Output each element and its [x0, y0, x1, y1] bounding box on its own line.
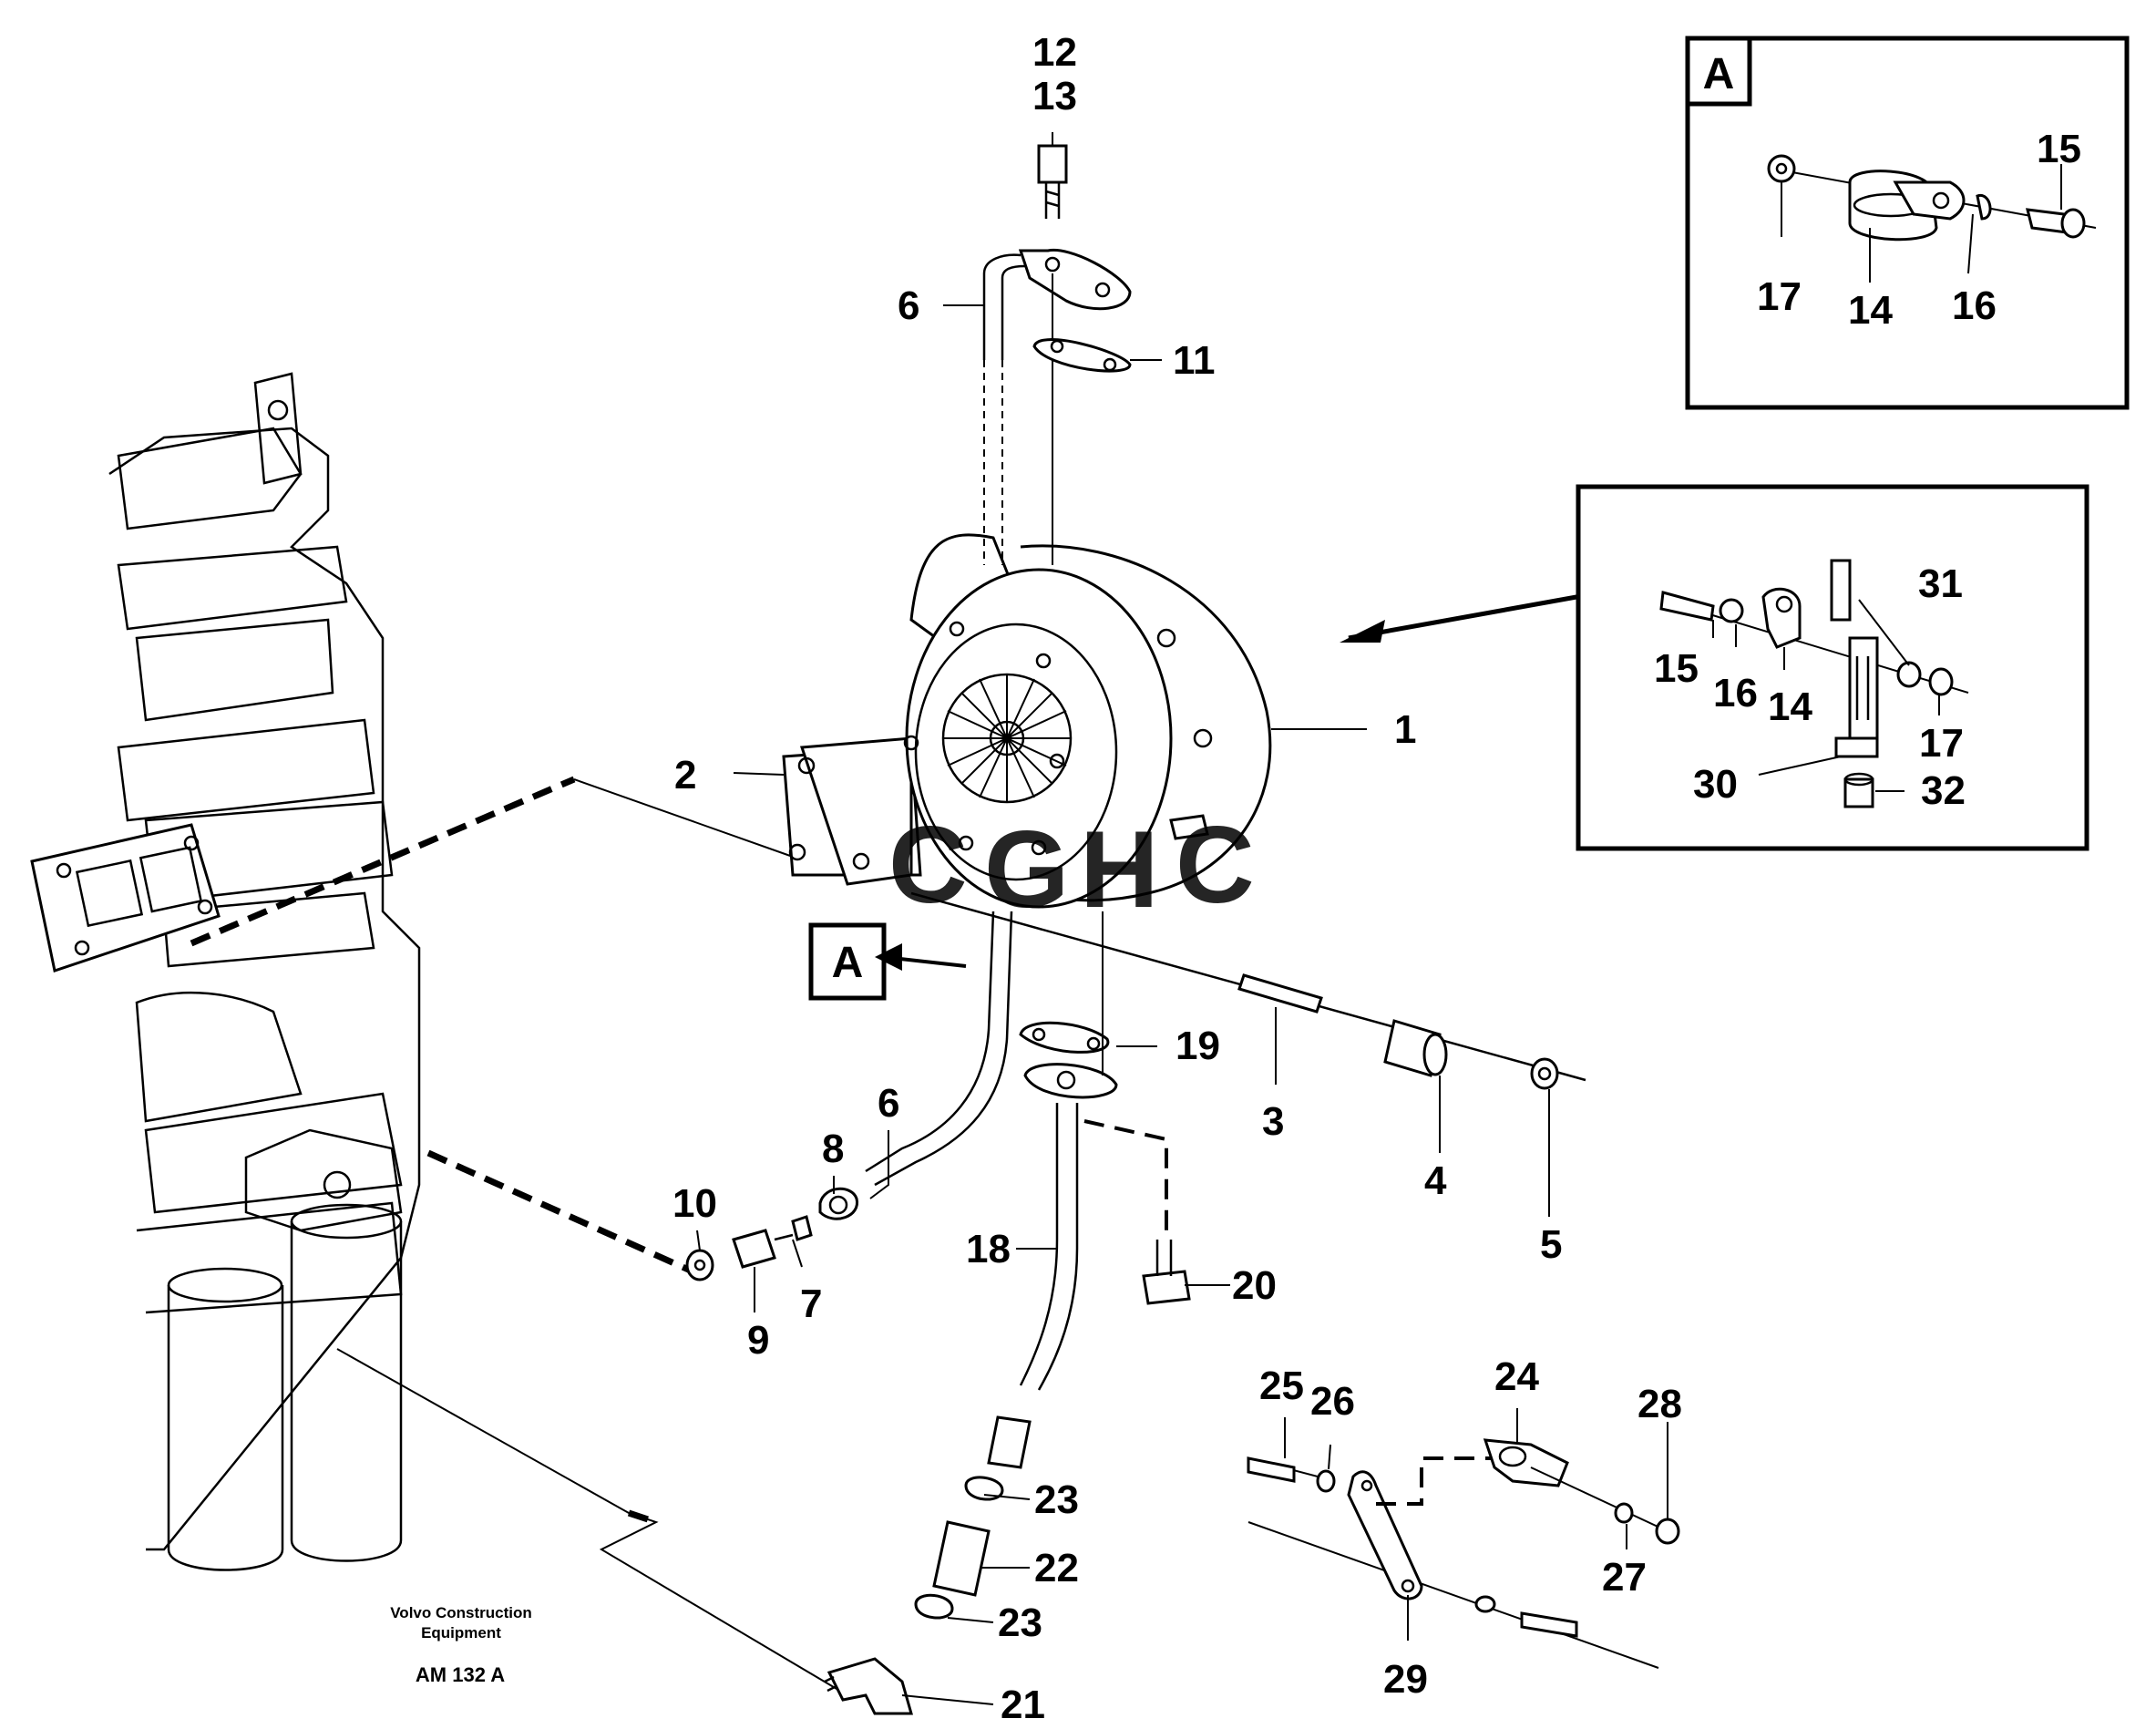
bracket-assembly: [1247, 1438, 1680, 1669]
part-number-label: 19: [1176, 1024, 1220, 1068]
part-number-label: 13: [1032, 74, 1077, 118]
leader-flange-to-turbo: [573, 778, 794, 858]
part-number-labels: 1 2 3 4 5 6 6 7 8 9 10 11 12 13 18 19 20…: [672, 30, 2081, 1727]
part-number-label: 23: [1034, 1477, 1079, 1522]
part-number-label: 26: [1310, 1379, 1355, 1424]
inset-a-part-number: 15: [2037, 127, 2081, 171]
inset-a: A: [1685, 36, 2130, 410]
part-number-label: 7: [800, 1281, 822, 1326]
watermark-letter: C: [888, 804, 968, 926]
part-number-label: 5: [1540, 1222, 1562, 1267]
leader-filter-to-fitting: [336, 1348, 848, 1696]
view-marker-a: A: [808, 922, 967, 1001]
part-number-label: 20: [1232, 1263, 1277, 1308]
part-number-label: 24: [1494, 1354, 1539, 1399]
view-marker-label: A: [832, 939, 864, 987]
part-number-label: 2: [674, 753, 696, 798]
part-number-label: 3: [1262, 1099, 1284, 1144]
part-number-label: 1: [1394, 707, 1416, 752]
watermark-letter: C: [1176, 804, 1255, 926]
inset-b-pointer: [1348, 594, 1577, 641]
dashed-leader-oil-return-2: [627, 1509, 658, 1526]
inset-b-arrowhead: [1340, 620, 1385, 643]
watermark: C G H C: [888, 804, 1255, 931]
part-number-label: 25: [1259, 1364, 1304, 1408]
part-number-label: 9: [747, 1318, 769, 1363]
watermark-letter: G: [984, 808, 1069, 931]
inset-a-label: A: [1703, 50, 1735, 98]
part-number-label: 11: [1173, 338, 1216, 383]
part-number-label: 4: [1424, 1158, 1447, 1203]
part-number-label: 6: [898, 283, 919, 328]
part-number-label: 28: [1638, 1382, 1682, 1426]
drawing-reference: AM 132 A: [416, 1663, 505, 1686]
turbocharger: [782, 533, 1272, 909]
oil-feed-pipe-lower: [685, 911, 1013, 1281]
inset-b-part-number: 30: [1693, 762, 1738, 807]
part-number-label: 6: [878, 1081, 899, 1126]
engine-block: [30, 372, 421, 1571]
inset-b-part-number: 17: [1919, 721, 1964, 766]
inset-a-part-number: 17: [1757, 274, 1802, 319]
dashed-leader-flange: [190, 776, 576, 947]
inset-b-part-number: 15: [1654, 646, 1699, 691]
dashed-leader-oil-return: [426, 1149, 694, 1275]
part-number-label: 18: [966, 1227, 1011, 1271]
inset-a-part-number: 14: [1848, 288, 1893, 333]
oil-feed-pipe-upper: [982, 144, 1132, 565]
footer: Volvo Construction Equipment AM 132 A: [390, 1604, 532, 1686]
oil-return-pipe: [824, 911, 1191, 1715]
part-number-label: 21: [1001, 1683, 1045, 1727]
part-number-label: 29: [1383, 1657, 1428, 1702]
part-number-label: 8: [822, 1127, 844, 1171]
part-number-label: 27: [1602, 1555, 1647, 1600]
inset-b-part-number: 31: [1918, 561, 1963, 606]
inset-b-part-number: 32: [1921, 768, 1966, 813]
callout-leaders: [696, 132, 2062, 1705]
inset-b: [1576, 484, 2089, 851]
company-name-line2: Equipment: [421, 1624, 501, 1642]
part-number-label: 12: [1032, 30, 1077, 75]
stud-assembly: [910, 891, 1586, 1090]
part-number-label: 10: [672, 1181, 717, 1226]
inset-a-part-number: 16: [1952, 283, 1997, 328]
part-number-label: 23: [998, 1600, 1042, 1645]
part-number-label: 22: [1034, 1546, 1079, 1590]
inset-b-part-number: 14: [1768, 684, 1812, 729]
watermark-letter: H: [1080, 808, 1159, 931]
inset-b-part-number: 16: [1713, 671, 1758, 715]
company-name-line1: Volvo Construction: [390, 1604, 532, 1621]
